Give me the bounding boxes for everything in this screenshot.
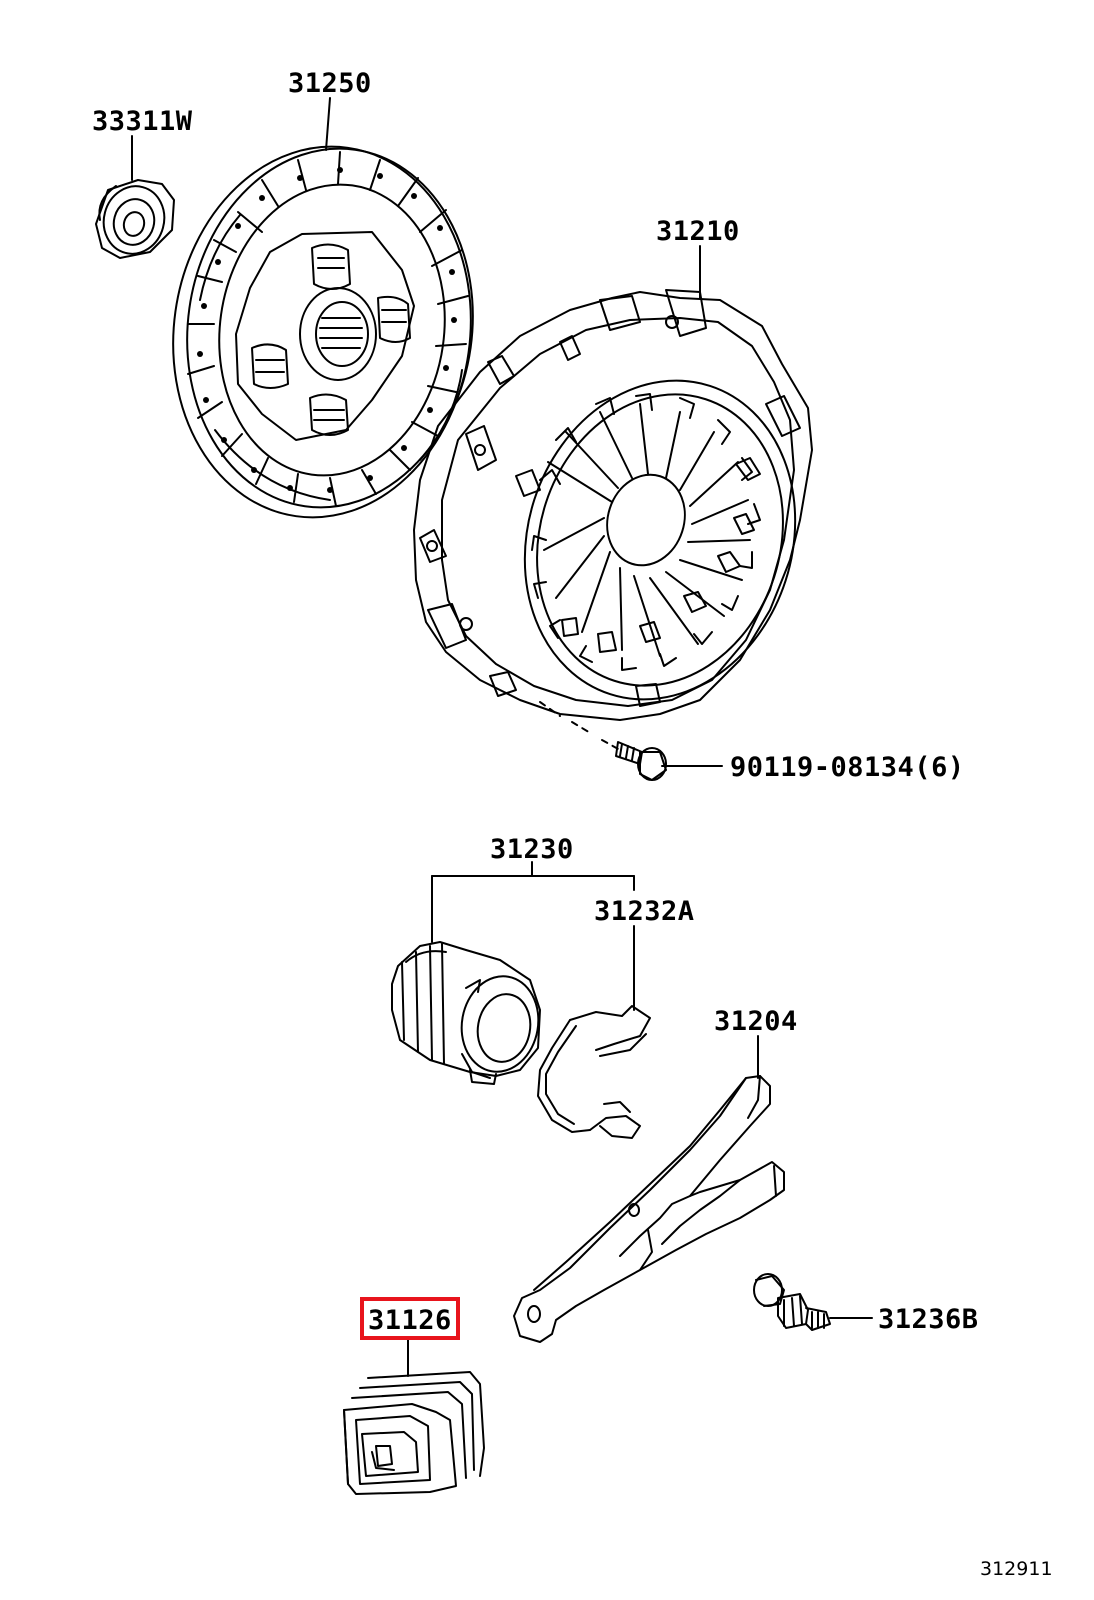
- highlight-box: [360, 1297, 460, 1340]
- release-fork-boot-drawing[interactable]: [343, 1371, 485, 1495]
- part-label-31236b[interactable]: 31236B: [878, 1304, 979, 1335]
- part-label-31250[interactable]: 31250: [288, 68, 372, 99]
- release-bearing-drawing[interactable]: [391, 941, 546, 1085]
- part-label-33311w[interactable]: 33311W: [92, 106, 193, 137]
- part-label-90119-08134[interactable]: 90119-08134(6): [730, 752, 965, 783]
- cover-bolt-drawing[interactable]: [539, 701, 667, 781]
- part-label-31232a[interactable]: 31232A: [594, 896, 695, 927]
- part-label-31126[interactable]: 31126: [368, 1305, 452, 1336]
- clutch-disc-drawing[interactable]: [150, 127, 496, 537]
- part-label-31204[interactable]: 31204: [714, 1006, 798, 1037]
- pilot-bearing-drawing[interactable]: [95, 179, 175, 260]
- release-fork-drawing[interactable]: [513, 1075, 785, 1343]
- part-label-31230[interactable]: 31230: [490, 834, 574, 865]
- clutch-cover-drawing[interactable]: [413, 289, 836, 735]
- ball-stud-drawing[interactable]: [753, 1273, 831, 1331]
- diagram-id: 312911: [980, 1558, 1053, 1580]
- part-label-31210[interactable]: 31210: [656, 216, 740, 247]
- release-clip-drawing[interactable]: [537, 1005, 651, 1139]
- leader-lines: [131, 97, 873, 1377]
